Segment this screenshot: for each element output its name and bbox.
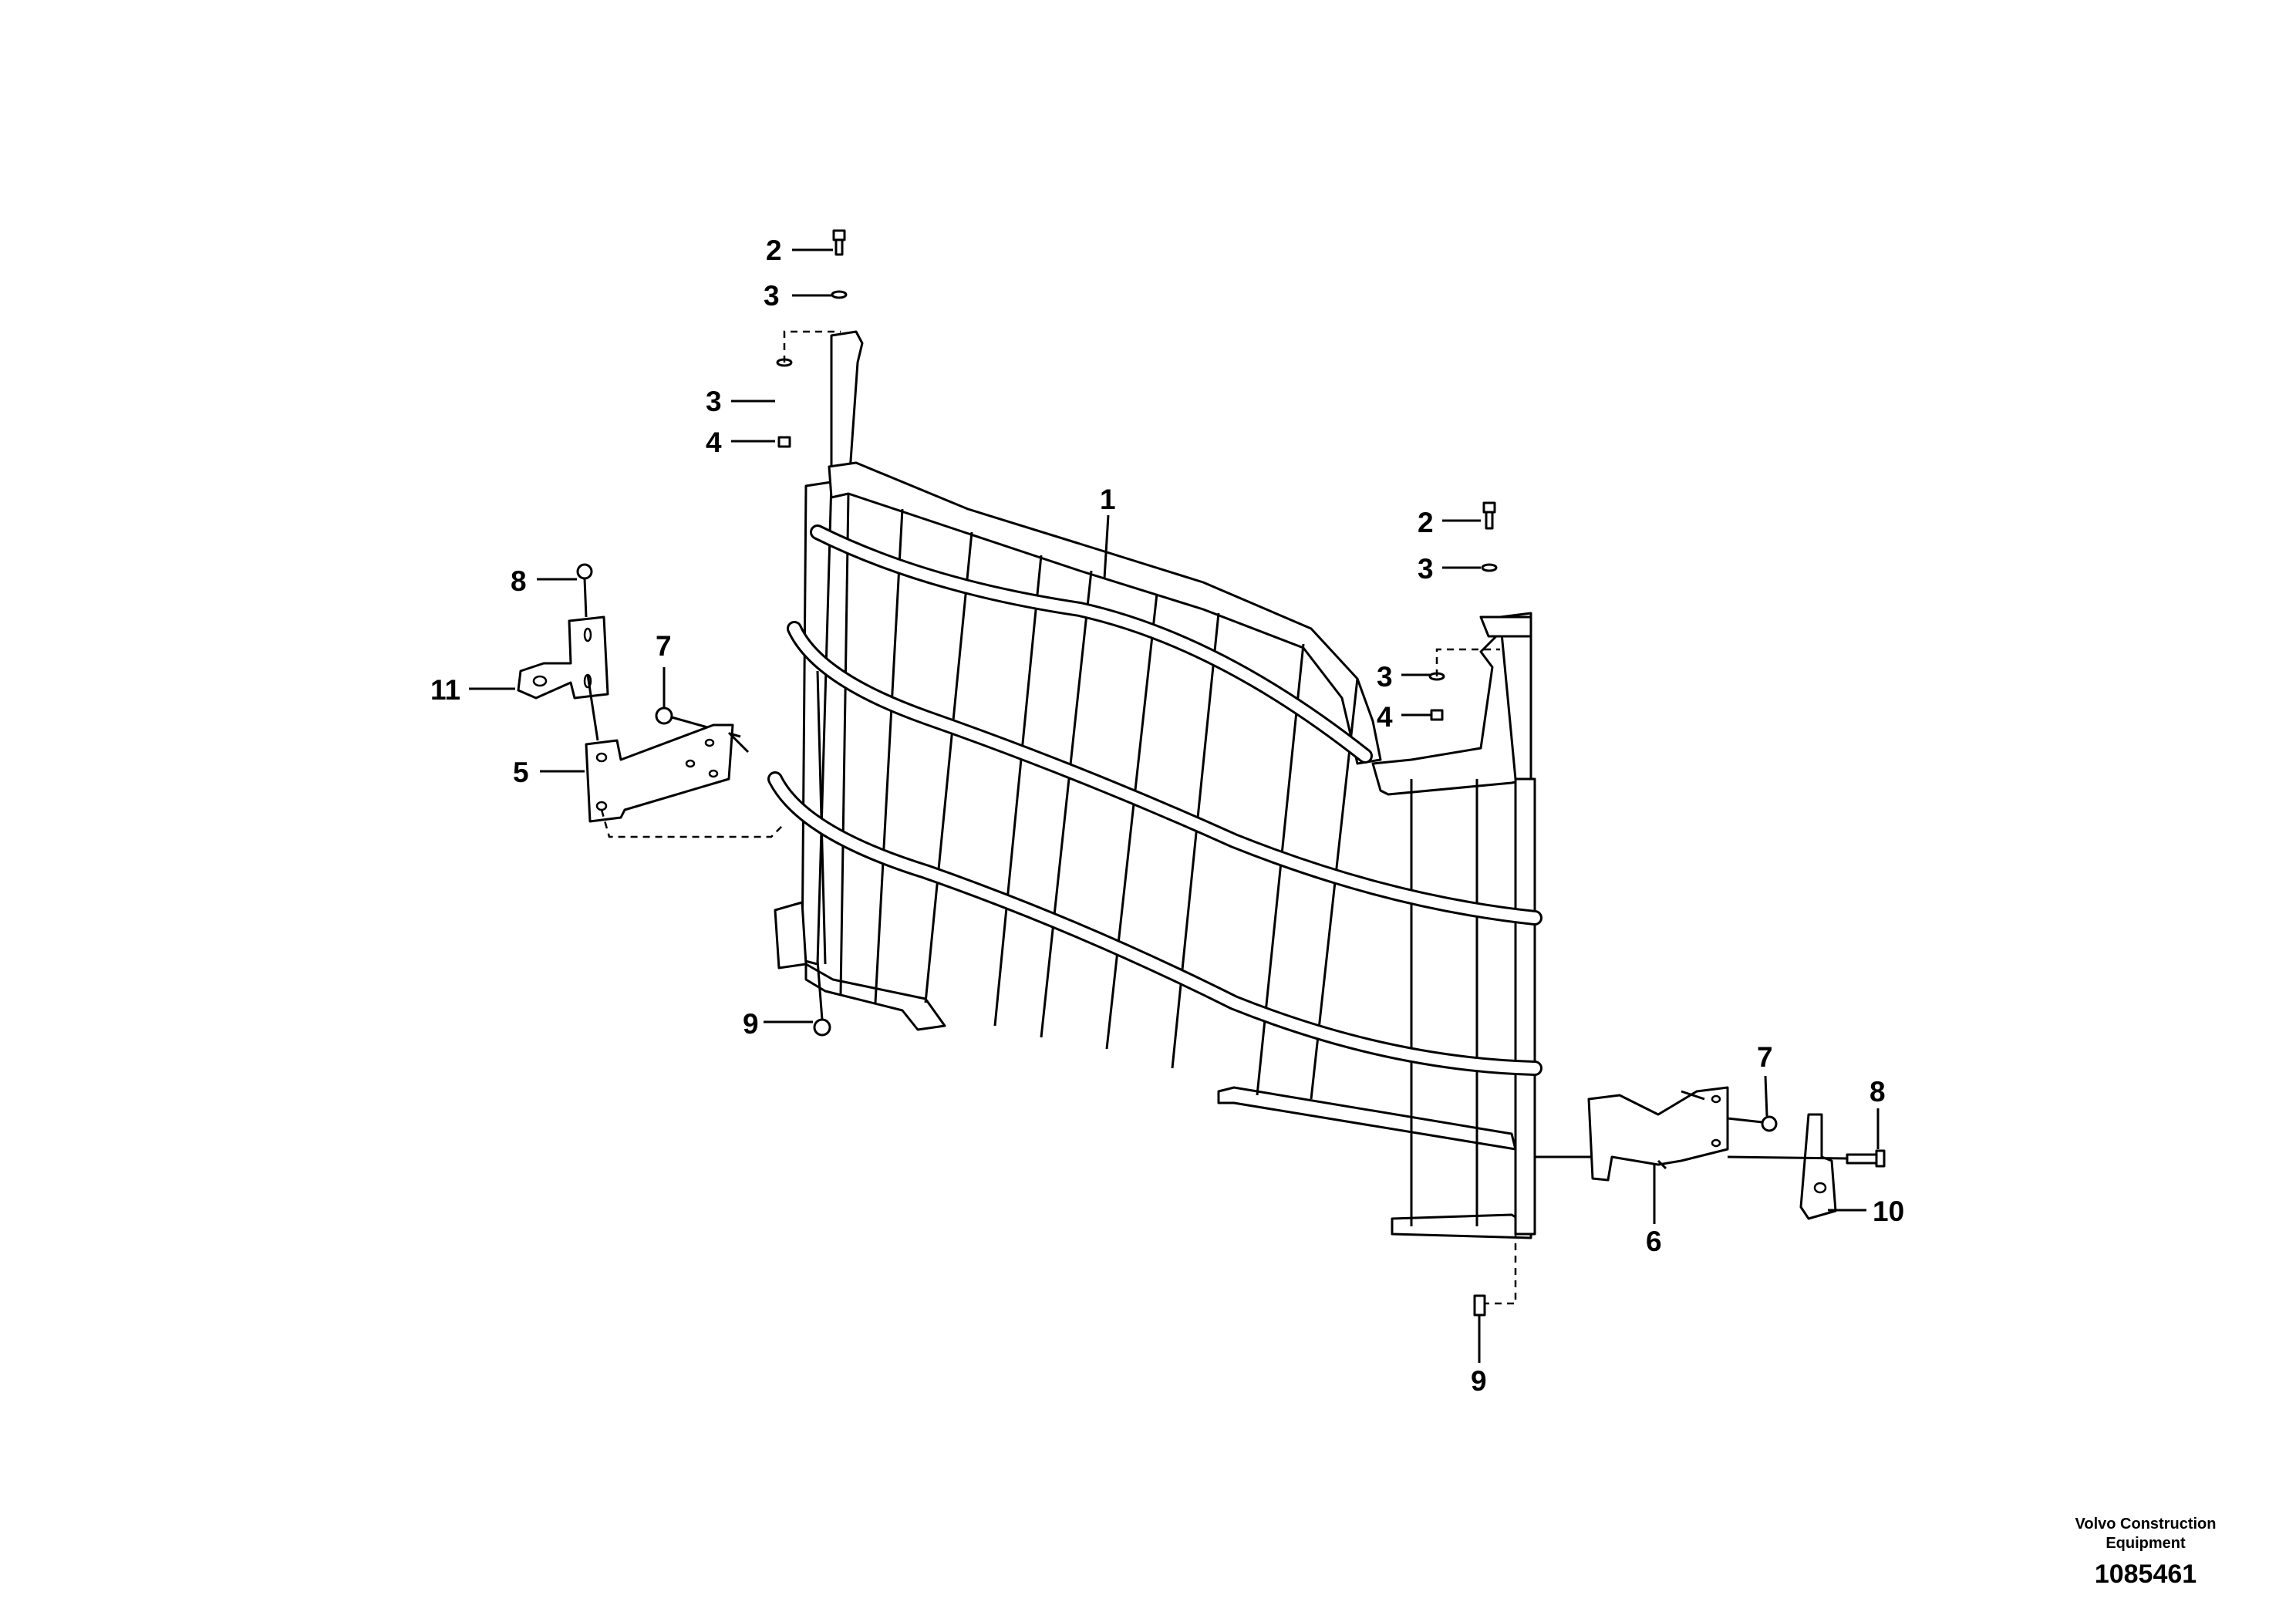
callout-2-left: 2 xyxy=(766,234,782,266)
callout-3-left-top: 3 xyxy=(764,280,780,312)
callout-9-right: 9 xyxy=(1471,1365,1487,1397)
grille-cross-tubes xyxy=(767,524,1542,1076)
callout-labels: 2 3 3 4 1 2 3 3 4 8 11 7 5 9 7 8 10 6 9 xyxy=(430,234,1904,1397)
callout-4-right: 4 xyxy=(1377,701,1393,733)
callout-1-grille: 1 xyxy=(1100,484,1116,515)
right-brackets xyxy=(1473,1086,1886,1317)
callout-8-left: 8 xyxy=(511,565,527,597)
callout-3-right-top: 3 xyxy=(1418,553,1434,585)
left-brackets xyxy=(517,563,831,1037)
callout-8-right: 8 xyxy=(1870,1076,1886,1108)
company-name-line1: Volvo Construction xyxy=(2075,1516,2217,1533)
callout-6: 6 xyxy=(1646,1226,1662,1257)
callout-3-right-lower: 3 xyxy=(1377,661,1393,693)
callout-5: 5 xyxy=(513,757,529,788)
drawing-number: 1085461 xyxy=(2095,1560,2197,1589)
callout-10: 10 xyxy=(1873,1195,1904,1227)
callout-4-left: 4 xyxy=(706,427,722,458)
callout-11: 11 xyxy=(430,674,460,706)
grille-vertical-bars xyxy=(816,493,1478,1226)
leader-lines xyxy=(469,248,1880,1363)
left-top-fasteners xyxy=(776,229,848,448)
right-top-fasteners xyxy=(1428,501,1532,721)
callout-7-right: 7 xyxy=(1757,1041,1773,1073)
callout-7-left: 7 xyxy=(656,630,672,662)
footer-credit: Volvo Construction Equipment 1085461 xyxy=(2075,1516,2217,1589)
grille-guard xyxy=(767,330,1542,1239)
callout-3-left-lower: 3 xyxy=(706,386,722,417)
callout-9-left: 9 xyxy=(743,1008,759,1040)
callout-2-right: 2 xyxy=(1418,507,1434,538)
company-name-line2: Equipment xyxy=(2106,1535,2186,1552)
